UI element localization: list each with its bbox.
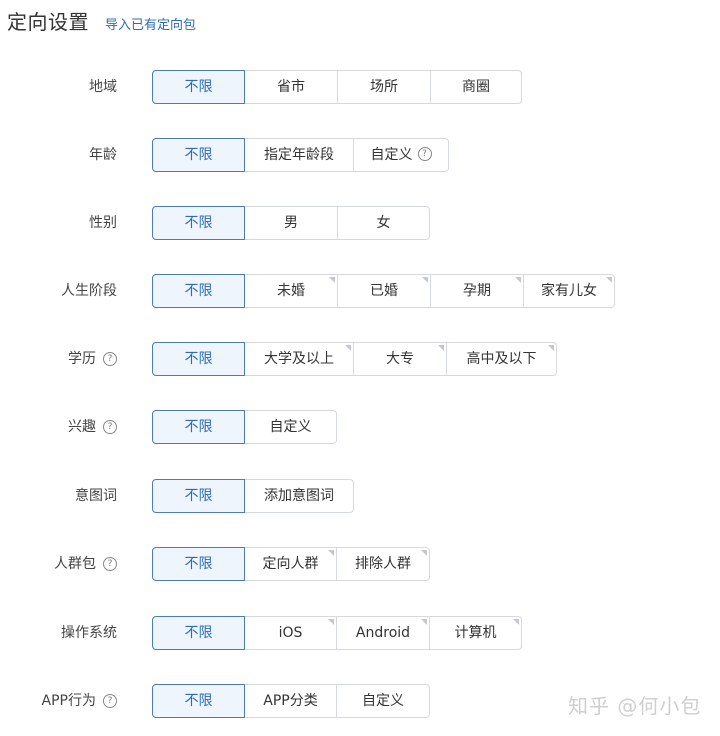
option-venue[interactable]: 场所 [338, 70, 431, 104]
corner-mark-icon [328, 550, 334, 556]
corner-mark-icon [515, 277, 521, 283]
option-unlimited[interactable]: 不限 [152, 206, 245, 240]
targeting-row-gender: 性别 不限 男 女 [0, 206, 720, 240]
targeting-row-intent-words: 意图词 不限 添加意图词 [0, 479, 720, 513]
option-male[interactable]: 男 [245, 206, 338, 240]
option-group: 不限 未婚 已婚 孕期 家有儿女 [152, 274, 615, 308]
corner-mark-icon [421, 619, 427, 625]
corner-mark-icon [422, 277, 428, 283]
option-computer[interactable]: 计算机 [430, 616, 522, 650]
watermark: 知乎 @何小包 [568, 694, 702, 718]
targeting-row-os: 操作系统 不限 iOS Android 计算机 [0, 616, 720, 650]
help-icon[interactable]: ? [417, 147, 432, 161]
import-targeting-package-link[interactable]: 导入已有定向包 [105, 18, 197, 33]
targeting-row-app-behavior: APP行为? 不限 APP分类 自定义 [0, 684, 720, 718]
help-icon[interactable]: ? [103, 352, 117, 366]
corner-mark-icon [548, 345, 554, 351]
option-female[interactable]: 女 [338, 206, 430, 240]
targeting-row-interest: 兴趣? 不限 自定义 [0, 410, 720, 444]
option-group: 不限 定向人群 排除人群 [152, 547, 430, 581]
option-group: 不限 APP分类 自定义 [152, 684, 430, 718]
option-add-intent-words[interactable]: 添加意图词 [245, 479, 354, 513]
option-app-category[interactable]: APP分类 [245, 684, 337, 718]
option-group: 不限 男 女 [152, 206, 430, 240]
option-target-audience[interactable]: 定向人群 [245, 547, 337, 581]
option-android[interactable]: Android [337, 616, 430, 650]
option-unlimited[interactable]: 不限 [152, 410, 245, 444]
row-label: 年龄 [89, 147, 117, 163]
option-unlimited[interactable]: 不限 [152, 274, 245, 308]
option-unlimited[interactable]: 不限 [152, 70, 245, 104]
option-exclude-audience[interactable]: 排除人群 [337, 547, 430, 581]
option-group: 不限 省市 场所 商圈 [152, 70, 522, 104]
option-custom[interactable]: 自定义? [354, 138, 449, 172]
targeting-row-region: 地域 不限 省市 场所 商圈 [0, 70, 720, 104]
option-married[interactable]: 已婚 [338, 274, 431, 308]
help-icon[interactable]: ? [103, 557, 117, 571]
option-unlimited[interactable]: 不限 [152, 138, 245, 172]
option-unlimited[interactable]: 不限 [152, 479, 245, 513]
option-single[interactable]: 未婚 [245, 274, 338, 308]
help-icon[interactable]: ? [103, 420, 117, 434]
targeting-row-education: 学历? 不限 大学及以上 大专 高中及以下 [0, 342, 720, 376]
targeting-row-age: 年龄 不限 指定年龄段 自定义? [0, 138, 720, 172]
row-label: 意图词 [75, 488, 117, 504]
option-high-school-below[interactable]: 高中及以下 [447, 342, 557, 376]
option-province-city[interactable]: 省市 [245, 70, 338, 104]
option-group: 不限 添加意图词 [152, 479, 354, 513]
option-unlimited[interactable]: 不限 [152, 547, 245, 581]
corner-mark-icon [421, 550, 427, 556]
option-junior-college[interactable]: 大专 [354, 342, 447, 376]
option-age-range[interactable]: 指定年龄段 [245, 138, 354, 172]
option-bachelor-above[interactable]: 大学及以上 [245, 342, 354, 376]
corner-mark-icon [606, 277, 612, 283]
option-custom[interactable]: 自定义 [245, 410, 337, 444]
targeting-row-life-stage: 人生阶段 不限 未婚 已婚 孕期 家有儿女 [0, 274, 720, 308]
row-label: 兴趣? [68, 410, 117, 444]
row-label: 人生阶段 [61, 283, 117, 299]
option-unlimited[interactable]: 不限 [152, 616, 245, 650]
option-pregnancy[interactable]: 孕期 [431, 274, 524, 308]
option-has-children[interactable]: 家有儿女 [524, 274, 615, 308]
option-ios[interactable]: iOS [245, 616, 337, 650]
option-custom[interactable]: 自定义 [337, 684, 430, 718]
corner-mark-icon [328, 619, 334, 625]
row-label: 性别 [89, 215, 117, 231]
corner-mark-icon [329, 277, 335, 283]
option-group: 不限 大学及以上 大专 高中及以下 [152, 342, 557, 376]
corner-mark-icon [438, 345, 444, 351]
option-group: 不限 指定年龄段 自定义? [152, 138, 449, 172]
row-label: 地域 [89, 79, 117, 95]
option-group: 不限 自定义 [152, 410, 337, 444]
help-icon[interactable]: ? [103, 694, 117, 708]
header: 定向设置 导入已有定向包 [7, 6, 196, 36]
option-unlimited[interactable]: 不限 [152, 684, 245, 718]
option-group: 不限 iOS Android 计算机 [152, 616, 522, 650]
row-label: APP行为? [42, 684, 117, 718]
corner-mark-icon [345, 345, 351, 351]
page-title: 定向设置 [7, 10, 89, 34]
row-label: 人群包? [54, 547, 117, 581]
option-business-district[interactable]: 商圈 [431, 70, 522, 104]
row-label: 操作系统 [61, 625, 117, 641]
row-label: 学历? [68, 342, 117, 376]
targeting-row-audience-package: 人群包? 不限 定向人群 排除人群 [0, 547, 720, 581]
corner-mark-icon [513, 619, 519, 625]
option-unlimited[interactable]: 不限 [152, 342, 245, 376]
